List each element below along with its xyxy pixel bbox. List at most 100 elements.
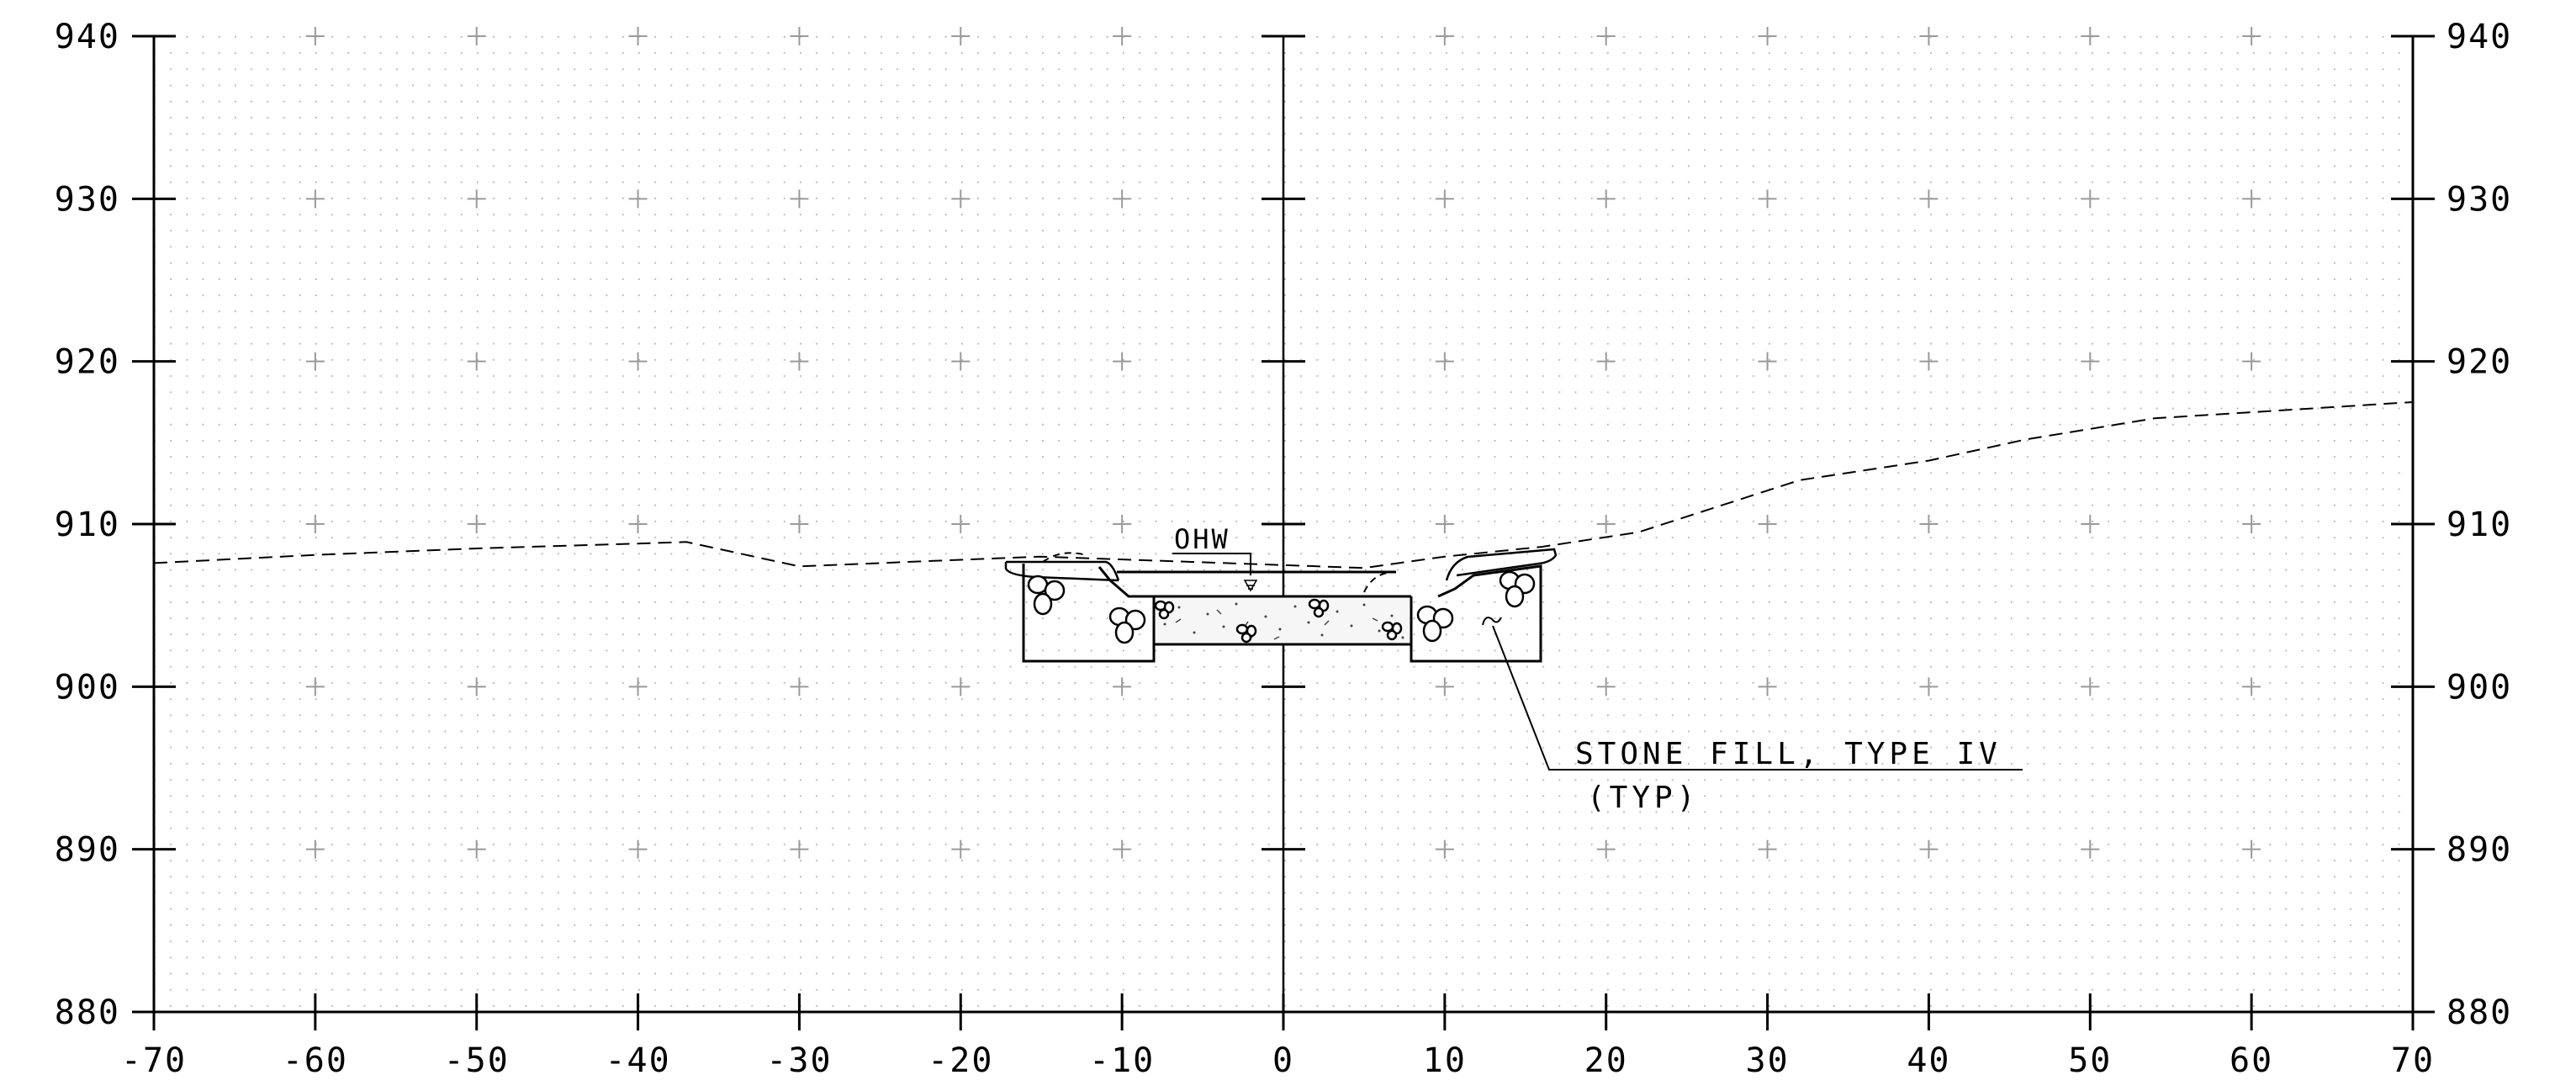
grid-cross	[1113, 839, 1132, 859]
x-tick-label: 0	[1272, 1041, 1294, 1080]
grid-cross	[1758, 27, 1777, 45]
grid-cross	[951, 189, 971, 209]
stone-fill-pointer	[1482, 617, 1502, 626]
grid-cross	[951, 677, 971, 696]
grid-cross	[790, 839, 809, 859]
grid-cross	[628, 677, 648, 696]
grid-cross	[1435, 189, 1454, 209]
grid-cross	[305, 189, 325, 209]
stone-symbols	[1027, 570, 1536, 644]
grid-cross	[1919, 27, 1939, 45]
x-tick-label: -10	[1089, 1041, 1155, 1080]
x-tick-label: -70	[121, 1041, 187, 1080]
x-tick-label: -20	[928, 1041, 993, 1080]
x-tick-label: -30	[766, 1041, 832, 1080]
grid-cross	[2081, 839, 2100, 859]
grid-cross	[1113, 515, 1132, 533]
y-tick-label-right: 890	[2446, 831, 2512, 870]
stone-fill-leader	[1492, 625, 2023, 771]
grid-cross	[467, 839, 486, 859]
grid-cross	[628, 515, 648, 533]
grid-cross	[1758, 677, 1777, 696]
ohw-label: OHW	[1174, 523, 1230, 555]
grid-cross	[2081, 189, 2100, 209]
grid-cross	[628, 839, 648, 859]
grid-cross	[305, 839, 325, 859]
grid-cross	[2081, 677, 2100, 696]
grid-cross	[2081, 27, 2100, 45]
grid-cross	[2242, 352, 2261, 371]
grid-cross	[2242, 27, 2261, 45]
grid-cross	[1435, 515, 1454, 533]
y-tick-label-right: 940	[2446, 18, 2512, 56]
grid-cross	[467, 27, 486, 45]
grid-cross	[1758, 515, 1777, 533]
grid-cross	[2242, 839, 2261, 859]
grid-cross	[1435, 352, 1454, 371]
x-tick-label: 40	[1907, 1041, 1950, 1080]
grid-cross	[305, 677, 325, 696]
grid-cross	[951, 352, 971, 371]
grid-cross	[305, 27, 325, 45]
y-tick-label-right: 900	[2446, 668, 2512, 707]
grid-cross	[467, 189, 486, 209]
grid-cross	[1435, 839, 1454, 859]
grid-cross	[1596, 27, 1616, 45]
stone-fill-callout: STONE FILL, TYPE IV (TYP)	[1482, 617, 2023, 815]
x-tick-label: 10	[1423, 1041, 1467, 1080]
channel-bottom	[1154, 595, 1411, 646]
grid-cross	[1596, 189, 1616, 209]
stone-fill-typ-label: (TYP)	[1587, 781, 1699, 815]
ohw-leader	[1172, 553, 1251, 575]
y-tick-label-right: 880	[2446, 993, 2512, 1032]
y-tick-label-left: 900	[55, 668, 120, 707]
y-tick-label-right: 930	[2446, 180, 2512, 219]
x-tick-label: -50	[444, 1041, 510, 1080]
grid-cross	[1919, 677, 1939, 696]
x-tick-label: 70	[2391, 1041, 2435, 1080]
x-tick-label: 30	[1745, 1041, 1789, 1080]
grid-cross	[1113, 677, 1132, 696]
grid-cross	[951, 27, 971, 45]
x-tick-label: 60	[2230, 1041, 2273, 1080]
y-tick-label-right: 920	[2446, 343, 2512, 382]
grid-cross	[1596, 677, 1616, 696]
grid-cross	[1758, 352, 1777, 371]
grid-cross	[1758, 189, 1777, 209]
grid-cross	[790, 189, 809, 209]
right-elevation-axis: 940 930 920 910 900 890 880	[2391, 18, 2512, 1032]
ohw-marker	[1243, 580, 1258, 592]
x-tick-label: 50	[2068, 1041, 2112, 1080]
grid-cross	[628, 189, 648, 209]
grid-cross	[1758, 839, 1777, 859]
y-tick-label-left: 930	[55, 180, 120, 219]
grid-cross	[467, 677, 486, 696]
grid-cross	[1435, 27, 1454, 45]
grid-cross	[628, 352, 648, 371]
grid-cross	[951, 515, 971, 533]
grid-cross	[1919, 515, 1939, 533]
grid-cross	[951, 839, 971, 859]
grid-cross	[2242, 515, 2261, 533]
grid-cross	[1596, 839, 1616, 859]
grid-cross	[790, 27, 809, 45]
stone-fill-label: STONE FILL, TYPE IV	[1575, 737, 2002, 771]
grid-cross	[1113, 27, 1132, 45]
bedding-stipple	[1163, 602, 1404, 640]
y-tick-label-left: 880	[55, 993, 120, 1032]
grid-cross	[2242, 189, 2261, 209]
y-tick-label-left: 920	[55, 343, 120, 382]
y-tick-label-right: 910	[2446, 506, 2512, 544]
grid-cross	[1596, 352, 1616, 371]
proposed-channel-section	[1004, 548, 1558, 663]
right-bank-cap	[1445, 548, 1558, 581]
grid-cross	[467, 515, 486, 533]
grid-cross	[305, 352, 325, 371]
major-grid-markers	[305, 27, 2261, 859]
grid-cross	[1113, 352, 1132, 371]
grid-cross	[305, 515, 325, 533]
grid-cross	[467, 352, 486, 371]
grid-cross	[790, 677, 809, 696]
